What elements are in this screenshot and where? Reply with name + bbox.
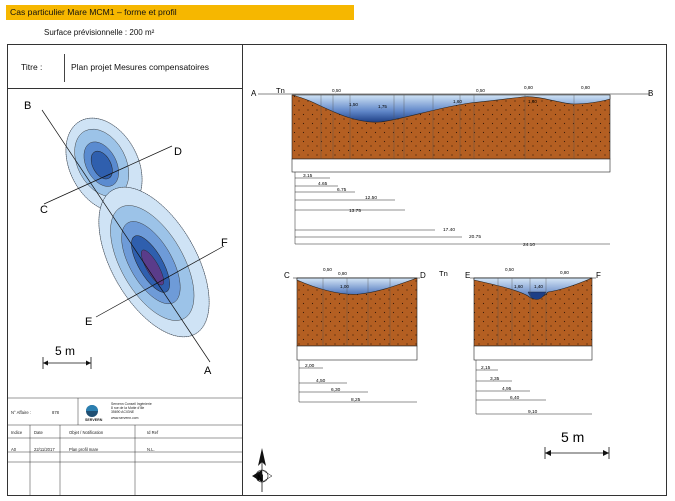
title-value: Plan projet Mesures compensatoires xyxy=(71,62,209,72)
cd-val-2: 0,80 xyxy=(338,271,347,276)
ef-val-4: 0,80 xyxy=(560,270,569,275)
company-logo-icon xyxy=(86,405,98,417)
plan-label-F: F xyxy=(221,237,228,249)
cd-dist-2: 4,50 xyxy=(316,378,326,384)
company-name: SERVERN xyxy=(85,418,103,422)
company-line-3: 35690 ACIGNE xyxy=(111,410,135,414)
ab-dist-6: 17.40 xyxy=(443,227,455,233)
profile-scale-bar xyxy=(544,447,610,459)
ab-dist-5: 13.75 xyxy=(349,208,361,214)
ab-val-4: 1,60 xyxy=(453,99,462,104)
plan-label-B: B xyxy=(24,100,31,112)
plan-label-C: C xyxy=(40,204,48,216)
profile-ef-right: F xyxy=(596,271,601,280)
ef-dist-4: 6,40 xyxy=(510,395,520,401)
ef-val-2: 1,60 xyxy=(514,284,523,289)
north-arrow-icon xyxy=(252,448,273,492)
ab-val-7: 1,60 xyxy=(528,99,537,104)
profile-ab xyxy=(258,93,650,245)
plan-label-A: A xyxy=(204,365,212,377)
pond-plan xyxy=(41,109,225,363)
title-rule xyxy=(7,88,242,89)
cd-val-3: 1,00 xyxy=(340,284,349,289)
row-objet: Plan profil mare xyxy=(69,447,99,452)
company-line-1: Servenn Conseil Ingénierie xyxy=(111,402,152,406)
document-title: Cas particulier Mare MCM1 – forme et pro… xyxy=(6,5,354,20)
title-label: Titre : xyxy=(21,62,43,72)
title-block: Titre : Plan projet Mesures compensatoir… xyxy=(7,50,242,86)
title-separator xyxy=(64,54,65,82)
cd-dist-1: 2,00 xyxy=(305,363,315,369)
profile-ef-left: E xyxy=(465,271,470,280)
ab-dist-4: 12.50 xyxy=(365,195,377,201)
ab-val-8: 0,80 xyxy=(581,85,590,90)
ab-dist-3: 6.75 xyxy=(337,187,347,193)
ef-val-1: 0,50 xyxy=(505,267,514,272)
cd-val-1: 0,50 xyxy=(323,267,332,272)
ef-dist-5: 9,10 xyxy=(528,409,538,415)
drawing-frame xyxy=(7,44,667,496)
surface-subtitle: Surface prévisionnelle : 200 m² xyxy=(44,28,155,37)
cd-dist-4: 8,25 xyxy=(351,397,361,403)
ab-val-5: 0,50 xyxy=(476,88,485,93)
profile-ab-right: B xyxy=(648,89,653,98)
plan-label-E: E xyxy=(85,316,92,328)
affaire-label: N° Affaire : xyxy=(11,410,31,415)
profile-scale-label: 5 m xyxy=(561,429,584,445)
ef-dist-2: 3,35 xyxy=(490,376,500,382)
plan-scale-label: 5 m xyxy=(55,344,75,358)
row-date: 22/11/2017 xyxy=(34,447,55,452)
frame-divider xyxy=(242,44,243,496)
profile-cd-tn: Tn xyxy=(439,269,448,278)
ef-dist-1: 2,15 xyxy=(481,365,491,371)
profile-cd-left: C xyxy=(284,271,290,280)
cartouche: N° Affaire : 878 SERVERN Servenn Conseil… xyxy=(7,396,242,496)
row-indice: A0 xyxy=(11,447,17,452)
header-date: Date xyxy=(34,430,43,435)
profile-ab-tn: Tn xyxy=(276,86,285,95)
ef-dist-3: 4,95 xyxy=(502,386,512,392)
ef-val-3: 1,40 xyxy=(534,284,543,289)
profile-ef xyxy=(470,277,596,415)
profile-cd-right: D xyxy=(420,271,426,280)
company-line-2: 8 rue de la Motte d'Ille xyxy=(111,406,145,410)
header-indice: Indice xyxy=(11,430,23,435)
profile-ab-left: A xyxy=(251,89,257,98)
profile-cd xyxy=(293,277,420,403)
header-objet: Objet / Notification xyxy=(69,430,104,435)
plan-scale-bar xyxy=(42,357,92,369)
cartouche-grid xyxy=(7,397,242,496)
plan-label-D: D xyxy=(174,146,182,158)
north-label: N xyxy=(257,473,264,483)
company-line-4: www.servenn.com xyxy=(111,416,139,420)
affaire-value: 878 xyxy=(52,410,59,415)
header-idref: Id Ref xyxy=(147,430,159,435)
ab-dist-7: 20.75 xyxy=(469,234,481,240)
row-idref: N.L. xyxy=(147,447,155,452)
ab-val-1: 0,50 xyxy=(332,88,341,93)
ab-val-2: 1,50 xyxy=(349,102,358,107)
ab-dist-8: 24.10 xyxy=(523,242,535,248)
ab-val-3: 1,75 xyxy=(378,104,387,109)
ab-dist-2: 4.65 xyxy=(318,181,328,187)
ab-val-6: 0,80 xyxy=(524,85,533,90)
ab-dist-1: 3.15 xyxy=(303,173,313,179)
cd-dist-3: 6,30 xyxy=(331,387,341,393)
